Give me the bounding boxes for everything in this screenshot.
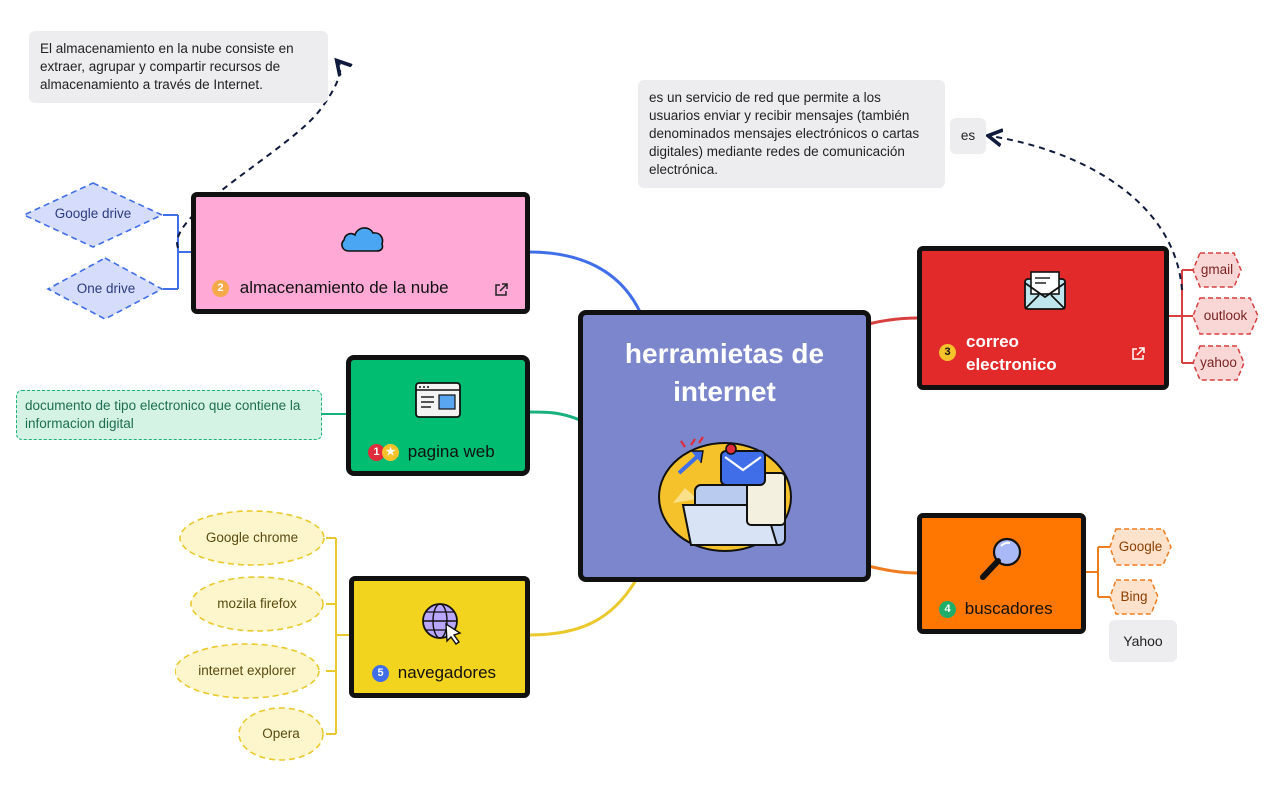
link-search-leaves (1086, 546, 1110, 598)
leaf-yahoo-search[interactable]: Yahoo (1109, 620, 1177, 662)
note-correo-es: es (950, 118, 986, 154)
mail-leaf-shapes (1192, 252, 1259, 381)
leaf-yahoo-search-text: Yahoo (1123, 633, 1163, 649)
leaf-opera-shape[interactable] (238, 707, 324, 761)
relationship-arrow-storage (176, 62, 340, 249)
star-icon: ★ (382, 444, 399, 462)
link-mail-leaves (1168, 269, 1193, 364)
leaf-one-drive[interactable]: One drive (76, 281, 136, 296)
topic-almacenamiento-label: 2 almacenamiento de la nube (212, 278, 449, 298)
topic-navegadores[interactable]: 5 navegadores (349, 576, 530, 698)
leaf-bing[interactable]: Bing (1120, 589, 1148, 604)
badge-3: 3 (939, 344, 956, 362)
note-pagina: documento de tipo electronico que contie… (16, 390, 322, 440)
topic-correo[interactable]: 3 correo electronico (917, 246, 1169, 390)
topic-correo-label: correo electronico (966, 330, 1057, 376)
topic-almacenamiento-text: almacenamiento de la nube (239, 278, 449, 297)
badge-1: 1 (368, 444, 385, 462)
note-pagina-text: documento de tipo electronico que contie… (25, 398, 301, 431)
browser-leaf-shapes (175, 510, 325, 761)
cloud-icon (341, 227, 384, 252)
link-central-buscadores (867, 564, 919, 575)
link-browser-leaves (326, 537, 350, 735)
link-central-navegadores (528, 579, 638, 637)
topic-correo-line1: correo (966, 332, 1019, 351)
search-leaf-shapes (1109, 528, 1172, 615)
note-correo-text: es un servicio de red que permite a los … (649, 90, 920, 177)
storage-leaf-shapes (22, 182, 164, 320)
topic-navegadores-label: 5 navegadores (372, 663, 496, 683)
leaf-bing-shape[interactable] (1109, 579, 1159, 615)
leaf-google-drive-shape[interactable] (22, 182, 164, 248)
note-correo: es un servicio de red que permite a los … (638, 80, 945, 188)
link-central-pagina (528, 410, 581, 422)
leaf-explorer-shape[interactable] (175, 643, 320, 699)
envelope-icon (1024, 271, 1066, 310)
leaf-outlook-shape[interactable] (1192, 297, 1259, 335)
leaf-google-chrome[interactable]: Google chrome (205, 530, 299, 545)
topic-almacenamiento[interactable]: 2 almacenamiento de la nube (191, 192, 530, 314)
leaf-yahoo-mail-shape[interactable] (1192, 345, 1245, 381)
leaf-gmail-shape[interactable] (1192, 252, 1242, 288)
leaf-outlook[interactable]: outlook (1203, 308, 1248, 323)
link-central-almacenamiento (528, 250, 642, 313)
leaf-one-drive-shape[interactable] (46, 257, 164, 320)
topic-buscadores-text: buscadores (964, 599, 1053, 618)
external-link-icon[interactable] (493, 282, 509, 298)
badge-4: 4 (939, 601, 956, 619)
topic-buscadores[interactable]: 4 buscadores (917, 513, 1086, 634)
leaf-google-shape[interactable] (1109, 528, 1172, 566)
leaf-yahoo-mail[interactable]: yahoo (1200, 355, 1237, 370)
external-link-icon[interactable] (1130, 346, 1146, 362)
note-almacenamiento-text: El almacenamiento en la nube consiste en… (40, 41, 294, 92)
leaf-google-drive[interactable]: Google drive (54, 206, 132, 221)
topic-correo-line2: electronico (966, 355, 1057, 374)
central-topic[interactable]: herramietas de internet (578, 310, 871, 582)
badge-5: 5 (372, 665, 389, 683)
central-title: herramietas de internet (583, 335, 866, 411)
globe-cursor-icon (422, 603, 462, 645)
leaf-gmail[interactable]: gmail (1200, 262, 1234, 277)
leaf-chrome-shape[interactable] (179, 510, 325, 566)
magnifier-icon (980, 537, 1022, 580)
topic-pagina-text: pagina web (407, 442, 495, 461)
leaf-google[interactable]: Google (1118, 539, 1163, 554)
topic-pagina-label: 1★ pagina web (368, 442, 495, 462)
relationship-arrow-mail (990, 136, 1183, 291)
central-title-line1: herramietas de (624, 338, 825, 369)
topic-pagina[interactable]: 1★ pagina web (346, 355, 530, 476)
badge-2: 2 (212, 280, 229, 298)
link-central-correo (867, 316, 919, 326)
email-folder-illustration (658, 436, 792, 552)
badge-3-text: 3 (939, 344, 956, 362)
topic-buscadores-label: 4 buscadores (939, 599, 1053, 619)
central-title-line2: internet (673, 376, 776, 407)
note-almacenamiento: El almacenamiento en la nube consiste en… (29, 31, 328, 103)
browser-window-icon (415, 382, 461, 418)
leaf-firefox-shape[interactable] (190, 576, 324, 632)
topic-navegadores-text: navegadores (397, 663, 497, 682)
link-storage-leaves (163, 214, 192, 290)
leaf-opera[interactable]: Opera (262, 726, 300, 741)
leaf-internet-explorer[interactable]: internet explorer (198, 663, 296, 678)
note-correo-es-text: es (960, 128, 976, 143)
leaf-mozila-firefox[interactable]: mozila firefox (217, 596, 297, 611)
